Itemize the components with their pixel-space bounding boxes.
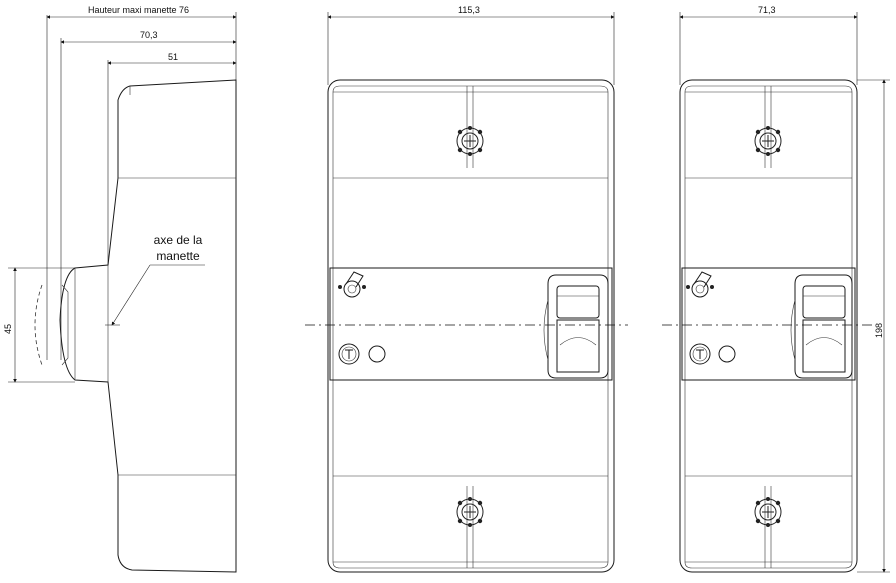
- fixing-screw-icon: [456, 496, 484, 528]
- fixing-screw-icon: [754, 496, 782, 528]
- dim-198: 198: [874, 322, 884, 338]
- indicator-led-icon: [368, 345, 386, 363]
- axis-annotation: axe de la manette: [138, 232, 218, 264]
- handle-lever-icon: [338, 271, 366, 298]
- test-button-icon: [689, 343, 711, 365]
- rocker-switch-icon: [543, 274, 609, 379]
- annotation-line-1: axe de la: [153, 233, 203, 247]
- handle-lever-icon: [686, 271, 714, 298]
- fixing-screw-icon: [754, 125, 782, 157]
- side-view: [8, 12, 237, 573]
- front-view: [305, 12, 628, 573]
- rocker-switch-icon: [790, 274, 853, 379]
- dim-115-3: 115,3: [458, 5, 480, 15]
- indicator-led-icon: [718, 345, 736, 363]
- fixing-screw-icon: [456, 125, 484, 157]
- dim-51: 51: [168, 52, 179, 62]
- dim-45: 45: [3, 323, 13, 334]
- dim-71-3: 71,3: [758, 5, 776, 15]
- test-button-icon: [338, 343, 360, 365]
- dim-70-3: 70,3: [140, 30, 158, 40]
- narrow-front-view: [662, 12, 890, 573]
- annotation-line-2: manette: [156, 249, 200, 263]
- dim-hauteur-maxi: Hauteur maxi manette 76: [88, 5, 190, 15]
